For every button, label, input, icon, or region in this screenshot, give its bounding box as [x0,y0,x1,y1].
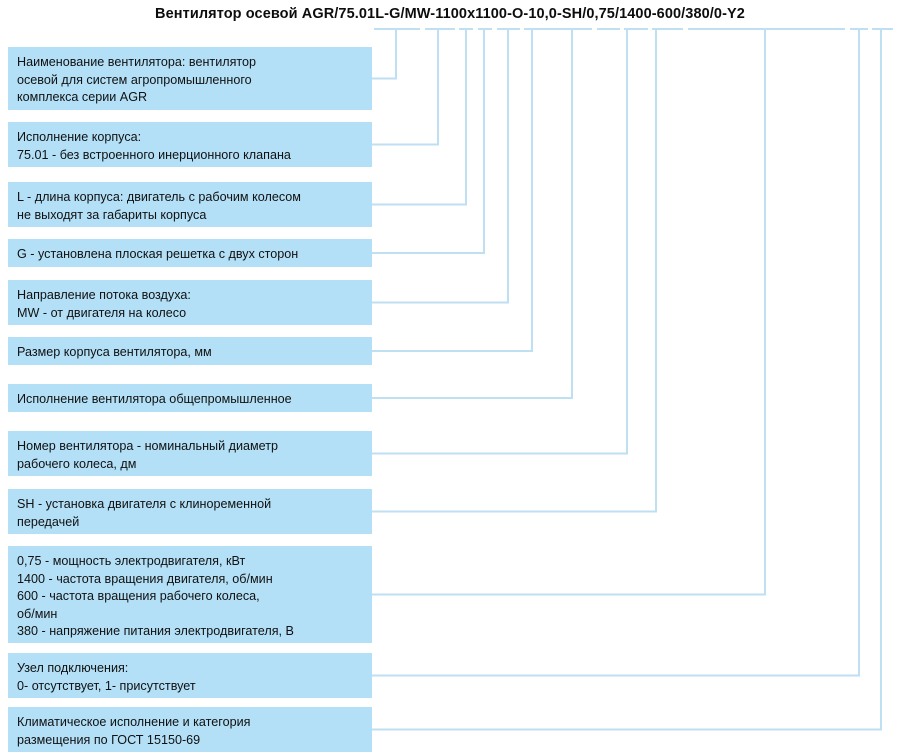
description-box-5: Направление потока воздуха: MW - от двиг… [8,280,372,325]
description-box-1: Наименование вентилятора: вентилятор осе… [8,47,372,110]
description-box-4: G - установлена плоская решетка с двух с… [8,239,372,267]
description-box-9: SH - установка двигателя с клиноременной… [8,489,372,534]
page-title: Вентилятор осевой AGR/75.01L-G/MW-1100x1… [155,6,745,22]
description-box-11: Узел подключения: 0- отсутствует, 1- при… [8,653,372,698]
connector-9 [372,29,657,513]
connector-8 [372,29,628,455]
description-box-3: L - длина корпуса: двигатель с рабочим к… [8,182,372,227]
connector-1 [372,29,397,80]
description-box-12: Климатическое исполнение и категория раз… [8,707,372,752]
connector-11 [372,29,860,677]
connector-7 [372,29,573,399]
connector-10 [372,29,766,596]
description-box-7: Исполнение вентилятора общепромышленное [8,384,372,412]
connector-12 [372,29,882,731]
connector-4 [372,29,485,254]
connector-3 [372,29,467,206]
connector-6 [372,29,533,352]
connector-5 [372,29,509,304]
product-code-title: Вентилятор осевой AGR/75.01L-G/MW-1100x1… [0,5,900,27]
description-box-2: Исполнение корпуса: 75.01 - без встроенн… [8,122,372,167]
description-box-8: Номер вентилятора - номинальный диаметр … [8,431,372,476]
connector-2 [372,29,439,146]
description-box-6: Размер корпуса вентилятора, мм [8,337,372,365]
description-box-10: 0,75 - мощность электродвигателя, кВт 14… [8,546,372,643]
